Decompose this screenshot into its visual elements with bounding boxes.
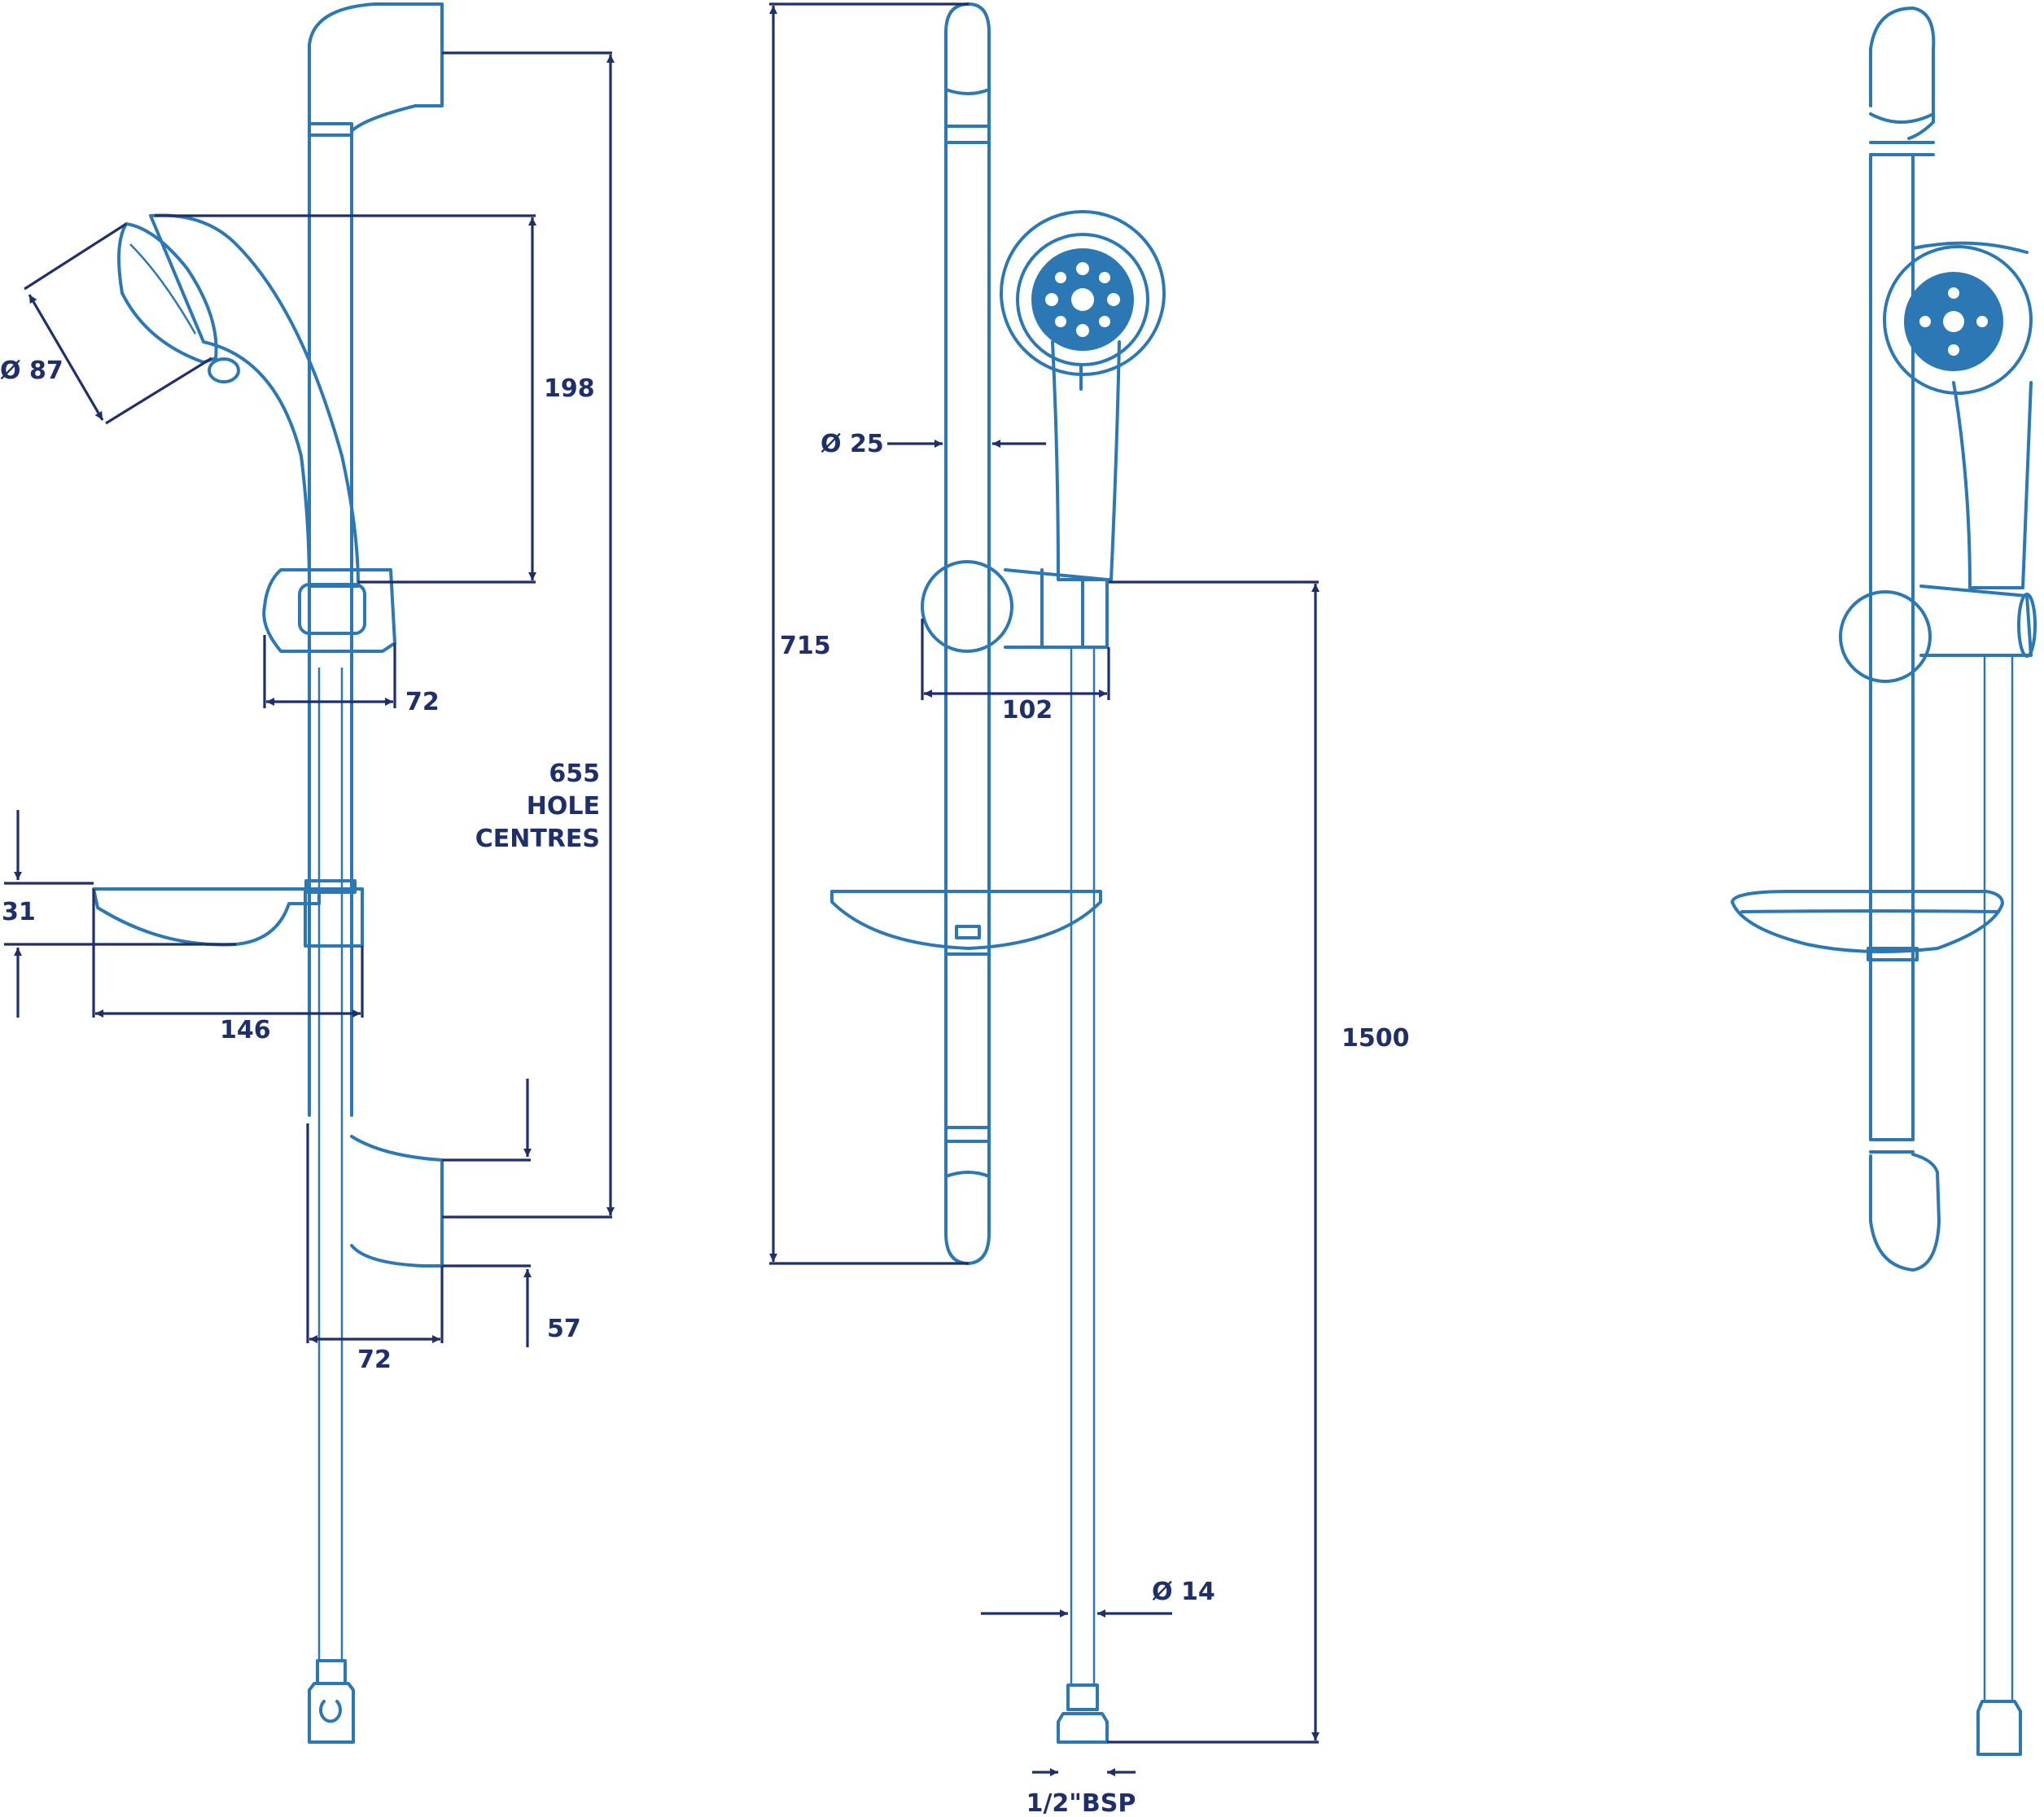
front-rail	[944, 2, 991, 1265]
hose-diameter-label: Ø 14	[1152, 1578, 1215, 1606]
bracket-width-label: 72	[405, 688, 440, 716]
soap-dish	[92, 887, 321, 947]
perspective-view	[1731, 7, 2037, 1756]
front-hose-connector	[1057, 1712, 1109, 1744]
hole-centres-value-label: 655	[549, 760, 600, 788]
front-view	[830, 2, 1166, 1744]
lower-bracket-height-label: 57	[547, 1315, 581, 1343]
hose-length-label: 1500	[1342, 1024, 1410, 1053]
handset-swivel	[208, 357, 240, 383]
hole-centres-line2-label: HOLE	[527, 792, 600, 821]
hole-centres-line3-label: CENTRES	[475, 825, 600, 853]
lower-bracket-width-label: 72	[357, 1346, 392, 1374]
rail-diameter-label: Ø 25	[821, 430, 884, 458]
side-view	[92, 2, 444, 1744]
lower-rail-collar	[304, 879, 357, 894]
spray-nozzles	[1045, 262, 1120, 337]
dish-width-label: 146	[220, 1016, 271, 1044]
persp-upper-bracket	[1869, 7, 1936, 140]
front-handset-handle	[1051, 340, 1121, 581]
bracket-collar	[308, 122, 353, 137]
persp-handset-head	[1883, 245, 2033, 395]
persp-lower-bracket	[1869, 1153, 1941, 1272]
persp-hose	[1983, 655, 2014, 1701]
front-hose	[1070, 647, 1096, 1685]
handset	[149, 213, 360, 588]
dimension-lines	[4, 2, 1320, 1776]
dish-height-label: 31	[2, 898, 36, 926]
slider-width-label: 102	[1002, 696, 1053, 725]
riser-rail	[308, 134, 353, 1117]
persp-hose-connector	[1976, 1700, 2022, 1756]
persp-slider-knob	[1839, 590, 1932, 683]
front-slider-knob	[921, 560, 1013, 653]
head-diameter-label: Ø 87	[0, 357, 63, 385]
slider-clamp	[262, 568, 396, 653]
rail-length-label: 715	[780, 632, 831, 660]
persp-rail	[1869, 153, 1915, 1141]
soap-dish-clamp	[304, 887, 364, 948]
upper-wall-bracket	[308, 2, 444, 132]
handle-height-label: 198	[544, 374, 595, 403]
persp-handset-handle	[1952, 381, 2033, 589]
front-soap-dish	[830, 890, 1102, 950]
front-slider-body	[1004, 568, 1109, 649]
hose-connector	[308, 1682, 355, 1744]
hose	[317, 668, 344, 1661]
lower-wall-bracket	[350, 1135, 444, 1268]
hose-nut	[316, 1659, 347, 1685]
dimension-labels: Ø 87 198 72 655 HOLE CENTRES 31 146 72 5…	[0, 357, 1410, 1817]
persp-soap-dish	[1731, 890, 2004, 953]
connection-size-label: 1/2"BSP	[1026, 1789, 1136, 1817]
